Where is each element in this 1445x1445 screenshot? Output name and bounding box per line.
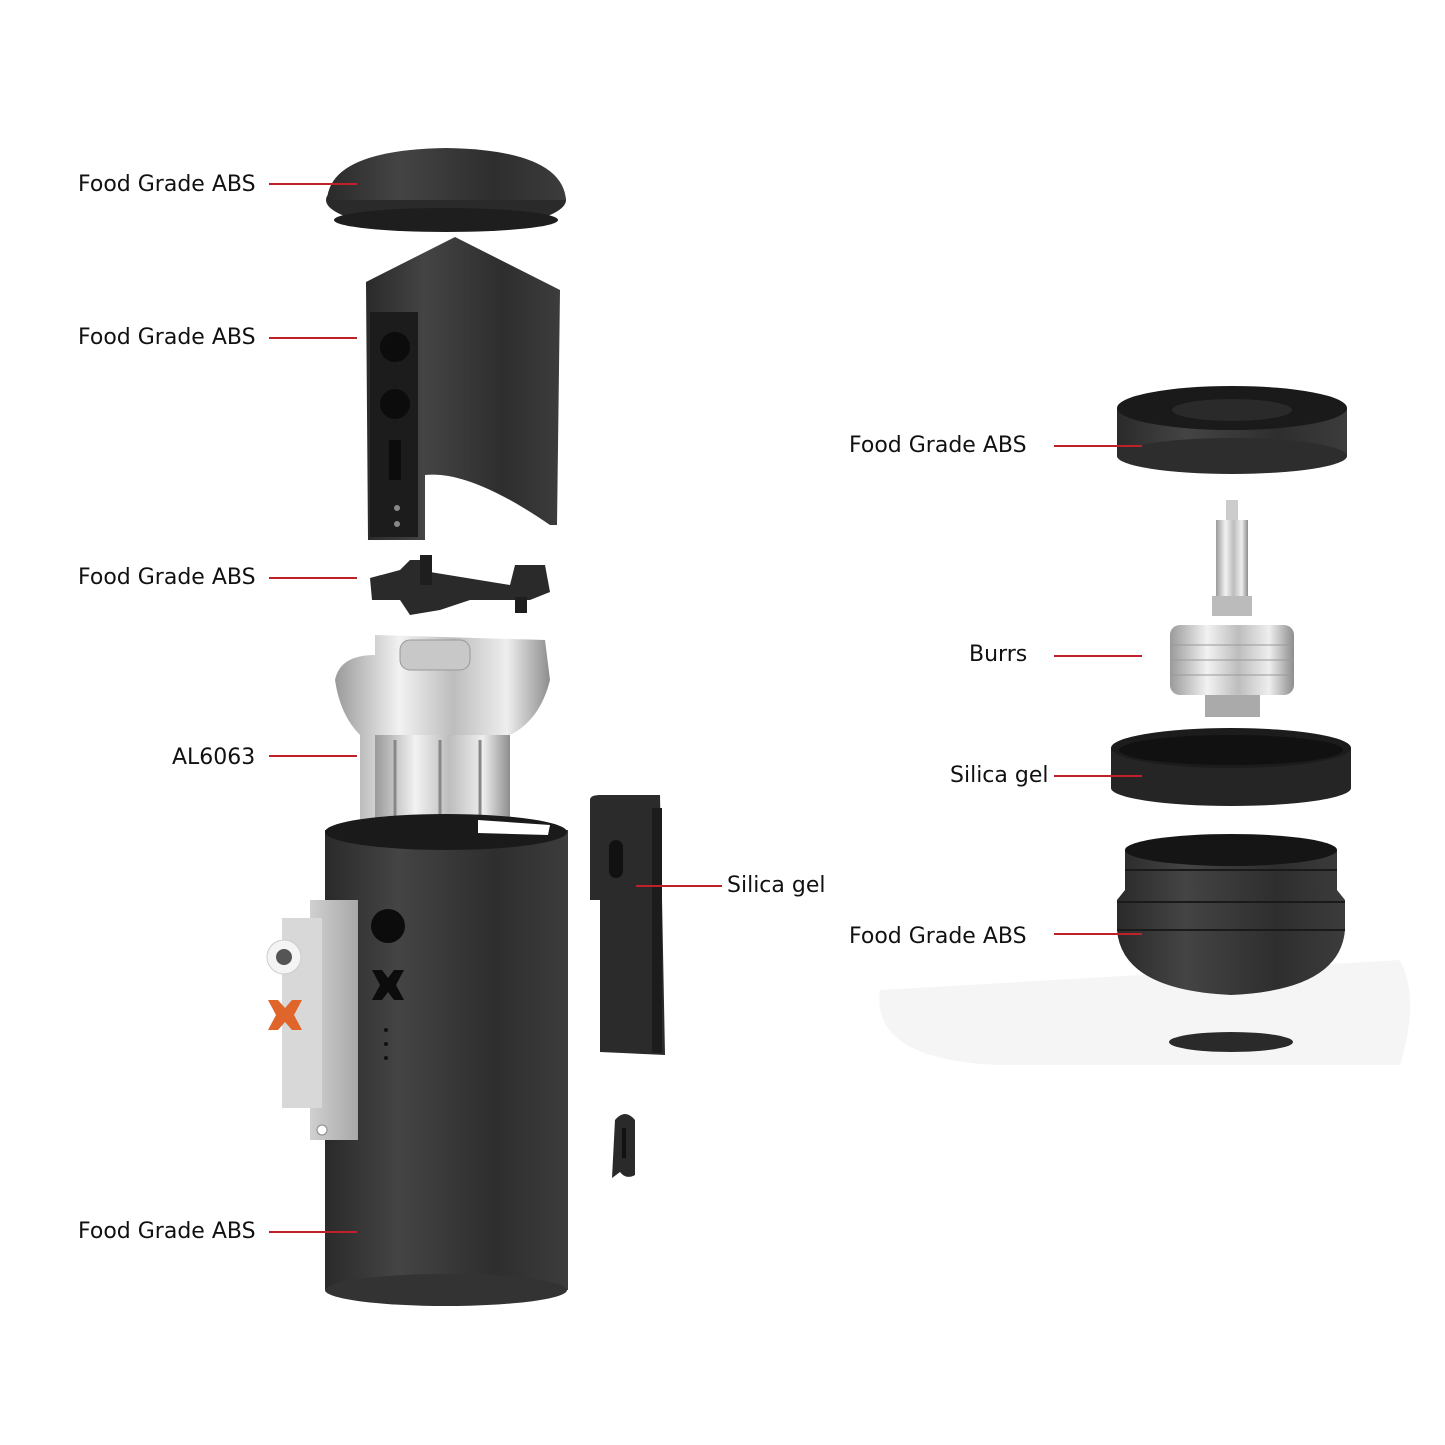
leader-line-burrs [1054,655,1142,657]
callout-label-grip-ring: Silica gel [950,763,1049,788]
side-clip-cover [590,795,665,1055]
leader-line-side-clip [636,885,722,887]
callout-label-aluminum-frame: AL6063 [172,745,256,770]
main-body-cylinder [325,814,568,1306]
leader-line-main-body [269,1231,357,1233]
aluminum-frame [335,635,550,820]
callout-label-top-lid: Food Grade ABS [78,172,256,197]
leader-line-grip-ring [1054,775,1142,777]
callout-label-side-clip: Silica gel [727,873,826,898]
grip-ring [1111,728,1351,806]
callout-label-motor-bracket: Food Grade ABS [78,565,256,590]
upper-housing [366,237,560,540]
top-lid [326,148,566,232]
grounds-cup [1117,834,1345,995]
switch-plate [266,900,358,1140]
leader-line-motor-bracket [269,577,357,579]
usb-plug-cover [612,1114,635,1178]
leader-line-top-lid [269,183,357,185]
burr-assembly [1170,500,1294,717]
leader-line-burr-housing [1054,445,1142,447]
callout-label-burr-housing: Food Grade ABS [849,433,1027,458]
burr-housing-ring [1117,386,1347,474]
leader-line-grounds-cup [1054,933,1142,935]
callout-label-upper-housing: Food Grade ABS [78,325,256,350]
leader-line-upper-housing [269,337,357,339]
base-pad [1169,1032,1293,1052]
floor-shadow [879,960,1410,1065]
callout-label-grounds-cup: Food Grade ABS [849,924,1027,949]
motor-bracket [370,555,550,615]
callout-label-burrs: Burrs [969,642,1028,667]
leader-line-aluminum-frame [269,755,357,757]
callout-label-main-body: Food Grade ABS [78,1219,256,1244]
